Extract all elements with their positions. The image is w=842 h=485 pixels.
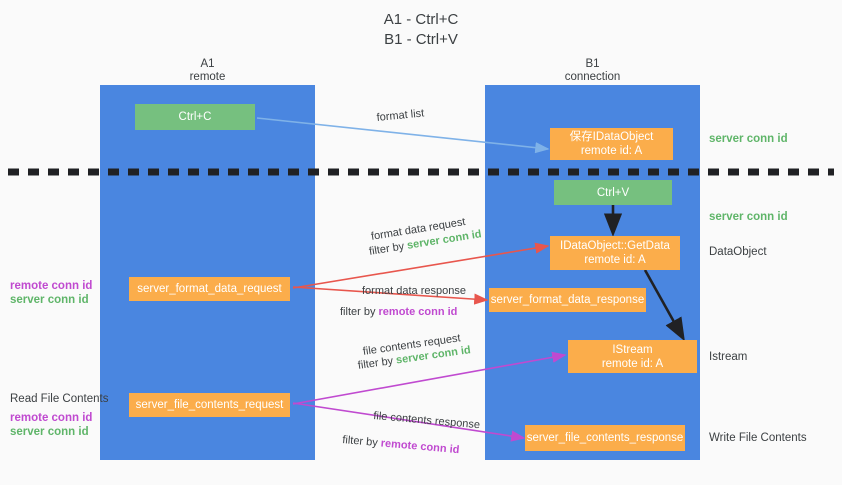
left-server-conn-id-2: server conn id [10, 426, 89, 438]
edge-label-format-data-response: format data response [362, 284, 466, 298]
column-header-b1: B1 connection [485, 58, 700, 84]
arrow-getdata-to-istream [643, 269, 685, 342]
node-server-format-data-request-label: server_format_data_request [137, 283, 282, 295]
left-label-read-file-contents: Read File Contents [10, 393, 109, 405]
column-header-a1: A1 remote [100, 58, 315, 84]
right-label-server-conn-id-mid: server conn id [709, 211, 788, 223]
node-server-format-data-request[interactable]: server_format_data_request [129, 277, 290, 301]
node-server-format-data-response-label: server_format_data_response [490, 294, 645, 306]
filter-by-text: filter by [341, 433, 379, 450]
right-label-write-file-contents: Write File Contents [709, 432, 807, 444]
column-header-b1-subtitle: connection [564, 71, 621, 83]
node-server-file-contents-response[interactable]: server_file_contents_response [525, 425, 685, 451]
left-label-conn-ids-format: remote conn id server conn id [10, 279, 92, 307]
left-server-conn-id-1: server conn id [10, 294, 89, 306]
node-istream-line2: remote id: A [601, 357, 664, 370]
node-save-idataobject-line1: 保存IDataObject [569, 131, 654, 143]
right-label-istream: Istream [709, 351, 748, 363]
title-line-1: A1 - Ctrl+C [383, 11, 459, 28]
node-ctrl-c[interactable]: Ctrl+C [135, 104, 255, 130]
column-header-b1-name: B1 [585, 58, 600, 70]
node-ctrl-v[interactable]: Ctrl+V [554, 180, 672, 205]
node-istream-line1: IStream [612, 343, 653, 356]
node-ctrl-v-label: Ctrl+V [596, 186, 630, 199]
left-label-conn-ids-file: remote conn id server conn id [10, 411, 92, 439]
right-label-server-conn-id-top: server conn id [709, 133, 788, 145]
remote-conn-id-text: remote conn id [378, 306, 458, 318]
arrow-file-contents-response [292, 402, 526, 442]
column-header-a1-subtitle: remote [189, 71, 226, 83]
edge-label-format-data-response-text: format data response [362, 285, 466, 297]
arrow-format-data-response [292, 286, 489, 305]
filter-by-text: filter by [340, 306, 376, 318]
node-ctrl-c-label: Ctrl+C [178, 111, 212, 123]
node-server-file-contents-request-label: server_file_contents_request [135, 399, 284, 411]
left-remote-conn-id-2: remote conn id [10, 412, 93, 424]
title-line-2: B1 - Ctrl+V [384, 31, 458, 48]
left-remote-conn-id-1: remote conn id [10, 280, 93, 292]
node-server-format-data-response[interactable]: server_format_data_response [489, 288, 646, 312]
node-save-idataobject[interactable]: 保存IDataObject remote id: A [550, 128, 673, 160]
node-server-file-contents-request[interactable]: server_file_contents_request [129, 393, 290, 417]
column-header-a1-name: A1 [200, 58, 215, 70]
arrow-format-data-request [292, 242, 550, 289]
arrow-file-contents-request [292, 351, 567, 405]
node-idataobject-getdata[interactable]: IDataObject::GetData remote id: A [550, 236, 680, 270]
node-save-idataobject-line2: remote id: A [580, 145, 643, 157]
page-title: A1 - Ctrl+C B1 - Ctrl+V [0, 10, 842, 50]
right-label-data-object: DataObject [709, 246, 767, 258]
edge-label-format-data-response-filter: filter by remote conn id [340, 305, 457, 319]
node-getdata-line1: IDataObject::GetData [560, 240, 670, 252]
node-istream[interactable]: IStream remote id: A [568, 340, 697, 373]
node-server-file-contents-response-label: server_file_contents_response [526, 432, 684, 444]
arrow-format-list [256, 117, 550, 154]
node-getdata-line2: remote id: A [584, 254, 646, 266]
